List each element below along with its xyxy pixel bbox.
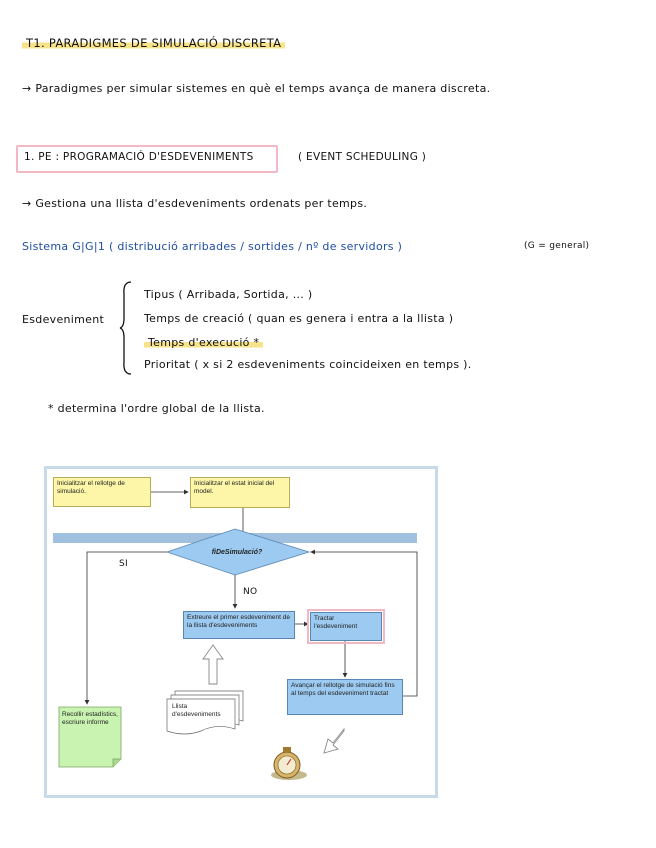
event-item-execution: Temps d'execució * [144,336,264,349]
event-item-priority: Prioritat ( x si 2 esdeveniments coincid… [144,358,472,371]
no-label: NO [243,587,258,597]
collect-stats-label: Recollir estadístics, escriure informe [62,711,118,726]
advance-clock-box: Avançar el rellotge de simulació fins al… [287,679,403,715]
section-heading-box [16,145,278,173]
page-title: T1. PARADIGMES DE SIMULACIÓ DISCRETA [22,36,286,50]
event-item-type: Tipus ( Arribada, Sortida, ... ) [144,288,313,301]
extract-event-box: Extreure el primer esdeveniment de la ll… [183,611,295,639]
stopwatch-icon [271,747,307,780]
yes-label: SI [119,559,128,569]
decision-label: fiDeSimulació? [211,549,263,556]
treat-event-box: Tractar l'esdeveniment [307,609,385,644]
flowchart: Inicialitzar el rellotge de simulació. I… [44,466,438,798]
section-heading-en: ( EVENT SCHEDULING ) [298,151,427,163]
page-title-text: T1. PARADIGMES DE SIMULACIÓ DISCRETA [22,36,286,50]
intro-text: → Paradigmes per simular sistemes en què… [22,82,491,95]
flowchart-connectors [53,489,418,780]
hollow-up-arrow-icon [202,644,224,685]
system-note: (G = general) [524,241,590,251]
hollow-diagonal-arrow-icon [323,727,345,754]
init-clock-box: Inicialitzar el rellotge de simulació. [53,477,151,507]
event-item-creation: Temps de creació ( quan es genera i entr… [144,312,454,325]
system-text: Sistema G|G|1 ( distribució arribades / … [22,240,403,253]
document-stack-icon [166,698,236,735]
event-item-execution-text: Temps d'execució * [144,336,264,349]
section-desc: → Gestiona una llista d'esdeveniments or… [22,197,368,210]
event-label: Esdeveniment [22,313,105,326]
init-state-box: Inicialitzar el estat inicial del model. [190,477,290,508]
footnote: * determina l'ordre global de la llista. [48,402,265,415]
curly-brace-icon [119,281,132,375]
section-heading: 1. PE : PROGRAMACIÓ D'ESDEVENIMENTS [24,151,254,163]
event-list-label: Llista d'esdeveniments [172,703,221,718]
